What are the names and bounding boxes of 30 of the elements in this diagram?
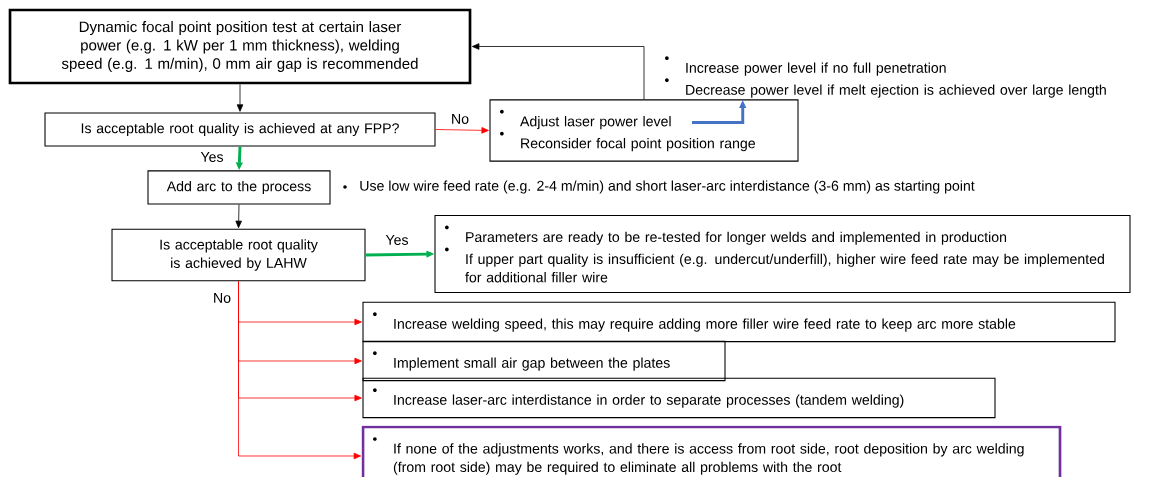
edge-label: No: [211, 291, 233, 305]
edge-label: Yes: [384, 233, 410, 247]
list-item: Decrease power level if melt ejection is achieved over large length: [686, 84, 1106, 98]
arrow: [236, 83, 244, 112]
edge-label: No: [449, 112, 471, 126]
bullet-box: [361, 425, 1062, 477]
list-item: Increase laser-arc interdistance in order to separate processes (tandem welding): [394, 394, 904, 408]
edge-label: Yes: [199, 150, 225, 164]
list-item: Reconsider focal point position range: [521, 137, 755, 152]
bullet-box: [434, 215, 1131, 293]
list-item: If upper part quality is insufficient (e.g. undercut/underfill), higher wire feed rate may be implemented for additional filler wire: [465, 253, 1104, 283]
list-item: If none of the adjustments works, and there is access from root side, root deposition by arc welding (from root side) may be required to eliminate all problems with the root: [393, 443, 1024, 475]
bullet-box: [362, 340, 726, 382]
bullet-box: [362, 377, 996, 419]
decision-box: Is acceptable root quality is achieved at any FPP?: [44, 112, 436, 147]
bullet-box: [489, 99, 799, 162]
list-item: Increase welding speed, this may require adding more filler wire feed rate to keep arc more stable: [394, 318, 1016, 332]
arrow: [435, 127, 489, 134]
arrow: [235, 204, 242, 229]
list-item: Increase power level if no full penetration: [686, 62, 946, 76]
list-item: Adjust laser power level: [520, 116, 671, 130]
process-box: Dynamic focal point position test at certain laser power (e.g. 1 kW per 1 mm thickness), welding speed (e.g. 1 m/min), 0 mm air gap is recommended: [8, 8, 472, 85]
list-item: Parameters are ready to be re-tested for longer welds and implemented in production: [466, 231, 1007, 245]
arrow: [238, 280, 362, 460]
list-item: Implement small air gap between the plates: [394, 357, 670, 371]
decision-box: Is acceptable root quality is achieved by LAHW: [111, 228, 366, 282]
process-box: Add arc to the process: [147, 170, 331, 205]
arrow: [472, 43, 645, 100]
note-text: Use low wire feed rate (e.g. 2-4 m/min) and short laser-arc interdistance (3-6 mm) as starting point: [360, 180, 975, 194]
bullet-box: [362, 301, 1116, 343]
